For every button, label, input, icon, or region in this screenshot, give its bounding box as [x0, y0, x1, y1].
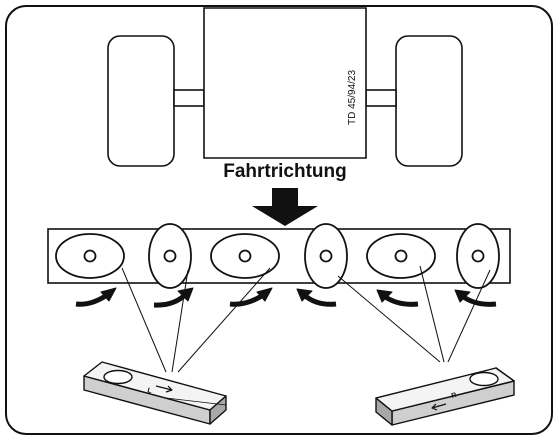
tractor [107, 7, 463, 167]
blade-left: L [83, 361, 227, 425]
disc-2-hub [163, 249, 177, 263]
leader-lines [121, 265, 491, 373]
disc-4-hub [319, 249, 333, 263]
leader-line-right-3 [447, 269, 491, 363]
tractor-right-wheel [395, 35, 463, 167]
direction-arrow [252, 188, 318, 226]
rotation-arrow-5 [376, 289, 419, 307]
disc-4 [304, 223, 348, 289]
disc-row [55, 223, 500, 289]
leader-line-left-3 [177, 267, 271, 373]
blade-left-hole [103, 369, 133, 385]
blade-right: R [375, 367, 515, 426]
rotation-arrow-3 [229, 287, 273, 307]
disc-6-hub [471, 249, 485, 263]
disc-1 [55, 233, 125, 279]
rotation-arrow-1 [75, 287, 117, 307]
disc-6 [456, 223, 500, 289]
drawing-code: TD 45/94/23 [347, 70, 358, 125]
leader-line-left-1 [121, 267, 167, 373]
tractor-body [203, 7, 367, 159]
leader-line-left-2 [171, 269, 189, 373]
blade-left-mark: L [146, 387, 153, 395]
disc-1-hub [83, 249, 97, 263]
disc-5 [366, 233, 436, 279]
disc-5-hub [394, 249, 408, 263]
disc-3 [210, 233, 280, 279]
tractor-right-axle [365, 89, 397, 107]
disc-2 [148, 223, 192, 289]
disc-3-hub [238, 249, 252, 263]
leader-line-right-2 [419, 265, 445, 363]
leader-line-right-1 [337, 275, 441, 363]
direction-label: Fahrtrichtung [223, 161, 347, 182]
rotation-arrow-4 [296, 288, 337, 307]
rotation-arrow-6 [454, 289, 497, 307]
blade-right-arrow-icon [431, 403, 447, 411]
blade-left-arrow-icon [155, 385, 173, 393]
blade-right-mark: R [451, 392, 458, 400]
blade-right-hole [469, 371, 499, 387]
tractor-left-wheel [107, 35, 175, 167]
tractor-left-axle [173, 89, 205, 107]
rotation-arrows [75, 287, 497, 308]
